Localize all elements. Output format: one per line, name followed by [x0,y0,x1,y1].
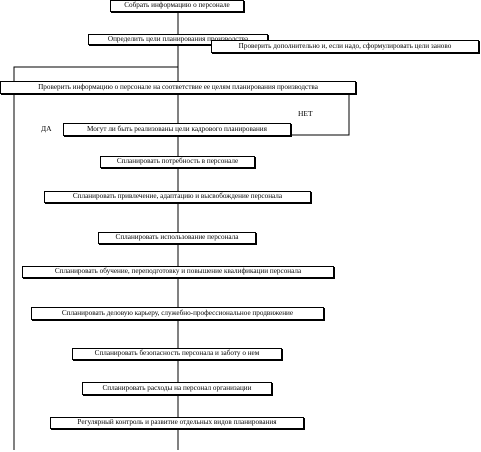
step-plan-costs: Спланировать расходы на персонал организ… [82,382,272,395]
step-collect-info: Собрать информацию о персонале [110,0,244,12]
step-plan-training: Спланировать обучение, переподготовку и … [22,266,334,278]
step-plan-safety: Спланировать безопасность персонала и за… [72,348,282,360]
step-control: Регулярный контроль и развитие отдельных… [50,417,304,429]
loop-line-left [13,66,178,450]
step-plan-need: Спланировать потребность в персонале [100,156,255,168]
step-plan-attract: Спланировать привлечение, адаптацию и вы… [44,191,311,203]
step-decision: Могут ли быть реализованы цели кадрового… [63,123,291,136]
label-yes: ДА [41,124,52,133]
no-branch-line [291,95,350,136]
step-verify-info: Проверить информацию о персонале на соот… [0,81,356,94]
label-no: НЕТ [298,109,313,118]
step-recheck-goals: Проверить дополнительно и, если надо, сф… [211,40,479,53]
step-plan-use: Спланировать использование персонала [98,232,256,244]
step-plan-career: Спланировать деловую карьеру, служебно-п… [31,307,324,320]
step-define-goals: Определить цели планирования производств… [88,34,268,45]
